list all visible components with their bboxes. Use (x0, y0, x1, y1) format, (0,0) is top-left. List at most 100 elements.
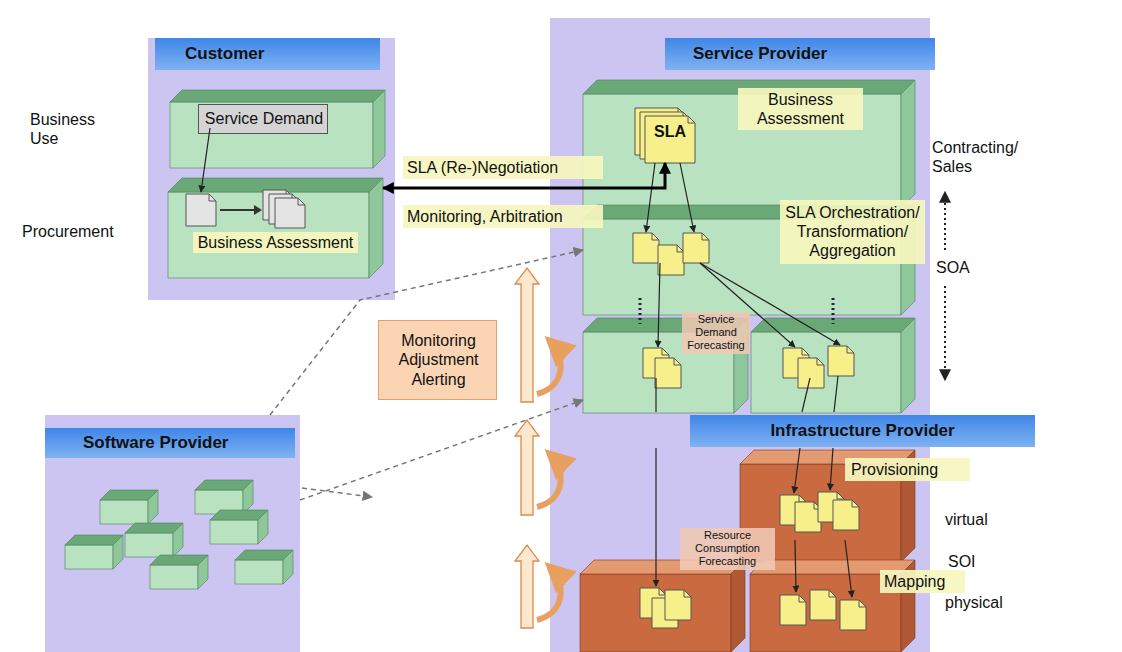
node-outline (580, 560, 915, 652)
document-icon (645, 116, 695, 163)
node-text: Service Provider (665, 38, 935, 70)
document-fold (859, 600, 866, 607)
link-line (655, 448, 656, 586)
up-arrow (515, 268, 539, 402)
block-side (901, 80, 915, 208)
document-fold (209, 194, 216, 201)
block-front (751, 332, 901, 413)
monitoring-box: Monitoring Adjustment Alerting (378, 320, 497, 400)
link-line (700, 263, 795, 347)
link-line (795, 540, 796, 592)
label-text: physical (945, 593, 1015, 612)
block-side (369, 178, 383, 278)
sla-document: SLA (635, 108, 695, 163)
node-outline (168, 178, 383, 278)
document-fold (298, 198, 305, 205)
document-fold (829, 590, 836, 597)
infrastructure-provider-band: Infrastructure Provider (690, 415, 1035, 447)
block-side (283, 550, 293, 584)
document-fold (799, 495, 806, 502)
block-top (170, 90, 385, 102)
block-front (170, 102, 373, 168)
block-side (113, 535, 123, 569)
document-icon (186, 194, 216, 226)
node-text: Business Assessment (738, 88, 863, 130)
service-provider-panel: Service ProviderBusiness AssessmentSLASL… (550, 18, 930, 652)
block-front (65, 545, 113, 569)
document-icon (780, 595, 806, 625)
link-line (680, 163, 694, 232)
document-icon (795, 502, 821, 532)
up-arrow (515, 545, 539, 628)
document-icon (655, 358, 681, 388)
label-text: Contracting/ Sales (932, 138, 1027, 176)
block-front (210, 520, 258, 544)
document-icon (665, 590, 691, 620)
document-icon (828, 346, 854, 376)
label-text: Procurement (22, 222, 132, 241)
block-front (168, 192, 369, 278)
label-text: SOA (932, 256, 960, 279)
label-text: Monitoring, Arbitration (403, 205, 603, 228)
block-front (750, 574, 901, 652)
dashed-arrow (302, 488, 372, 497)
document-icon (810, 590, 836, 620)
curl-arrow (537, 340, 561, 394)
link-line (646, 163, 655, 232)
dotted-link (639, 298, 642, 324)
node-text: Infrastructure Provider (690, 415, 1035, 447)
node-text: Monitoring Adjustment Alerting (379, 331, 498, 389)
service-demand-box: Service Demand (198, 104, 328, 134)
link-line (201, 128, 210, 192)
link-line (655, 378, 656, 412)
node-text: Customer (155, 38, 380, 70)
document-fold (847, 346, 854, 353)
link-line (700, 263, 840, 345)
service-layer: Service Demand Forecasting (583, 318, 915, 413)
document-fold (802, 348, 809, 355)
procurement-layer: Business Assessment (168, 178, 383, 278)
block-side (148, 490, 158, 524)
arrow-line (220, 209, 254, 211)
dotted-link (832, 298, 835, 324)
node-text: Software Provider (45, 428, 295, 458)
sla-orchestration-layer: SLA Orchestration/ Transformation/ Aggre… (583, 205, 915, 315)
block-front (150, 565, 198, 589)
node-text: Service Demand Forecasting (682, 312, 750, 354)
document-icon (658, 245, 684, 275)
block-side (731, 560, 745, 652)
label-text: Business Use (30, 110, 112, 148)
node-text: Business Assessment (193, 232, 358, 253)
document-icon (833, 500, 859, 530)
document-fold (852, 500, 859, 507)
link-line (830, 448, 833, 490)
block-side (198, 555, 208, 589)
block-front (235, 560, 283, 584)
document-icon (633, 233, 659, 263)
block-side (243, 480, 253, 514)
block-side (258, 510, 268, 544)
block-side (373, 90, 385, 168)
document-fold (837, 492, 844, 499)
document-fold (702, 233, 709, 240)
document-fold (684, 590, 691, 597)
label-text: virtual (945, 510, 1015, 529)
soa-arrow (944, 192, 946, 250)
document-icon (840, 600, 866, 630)
label-text: Mapping (880, 570, 965, 593)
label-text: SOI (948, 552, 988, 571)
connector (300, 400, 583, 500)
curl-arrow (537, 453, 561, 507)
arrowhead (254, 205, 262, 215)
link-line (794, 448, 800, 493)
link-line (834, 376, 838, 412)
node-text: Resource Consumption Forecasting (680, 528, 775, 570)
edge-label: SLA (Re-)Negotiation (403, 156, 603, 179)
link-line (845, 540, 852, 597)
node-text: Provisioning (845, 458, 970, 481)
physical-resource-layer: Resource Consumption Forecasting (580, 560, 915, 652)
node-text: Service Demand (199, 109, 329, 128)
document-fold (688, 116, 695, 123)
document-fold (652, 233, 659, 240)
document-icon (798, 358, 824, 388)
